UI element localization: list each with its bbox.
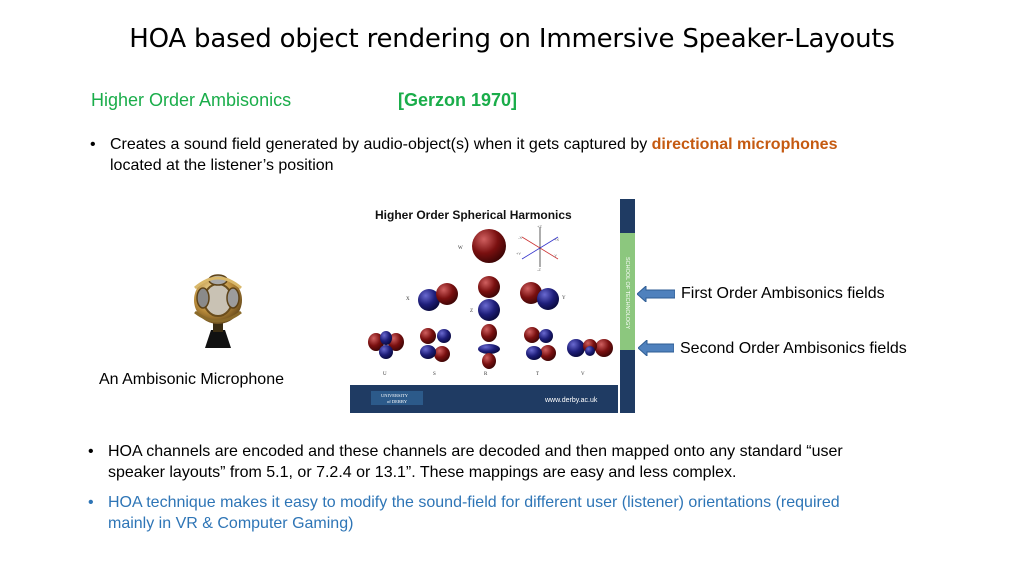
side-bar-mid [620, 350, 635, 386]
bullet-1-text-2: located at the listener’s position [110, 157, 334, 174]
bullet-dot: • [88, 443, 94, 460]
label-y: Y [562, 296, 566, 301]
bullet-3-line-1: HOA technique makes it easy to modify th… [108, 494, 840, 511]
second-order-label: Second Order Ambisonics fields [680, 340, 907, 357]
axis-indicator [521, 227, 559, 267]
label-x: X [406, 297, 410, 302]
label-u: U [383, 372, 387, 377]
harmonic-w [472, 229, 506, 263]
arrow-left-icon [638, 340, 674, 356]
bullet-3: • HOA technique makes it easy to modify … [88, 492, 938, 534]
arrow-left-icon [637, 286, 675, 302]
harmonic-s [420, 328, 451, 362]
harmonic-z [478, 276, 500, 321]
harmonic-u [368, 331, 404, 359]
bullet-3-line-2: mainly in VR & Computer Gaming) [108, 515, 354, 532]
side-text: SCHOOL OF TECHNOLOGY [624, 257, 630, 329]
bullet-dot: • [88, 494, 94, 511]
harmonic-t [524, 327, 556, 361]
label-z: Z [470, 309, 473, 314]
logo-text-2: of DERBY [387, 399, 408, 404]
harmonic-v [567, 339, 613, 357]
harmonic-r [478, 324, 500, 369]
axis-yp: +Y [516, 251, 521, 256]
axis-zm: -Z [537, 267, 541, 272]
bullet-1: • Creates a sound field generated by aud… [90, 134, 930, 176]
side-bar-top [620, 199, 635, 233]
first-order-label: First Order Ambisonics fields [681, 285, 885, 302]
bullet-dot: • [90, 136, 96, 153]
axis-p: +X [554, 237, 559, 242]
bullet-1-highlight: directional microphones [651, 136, 838, 153]
harmonic-y [520, 282, 559, 310]
section-subhead: Higher Order Ambisonics [91, 90, 292, 110]
label-r: R [484, 372, 488, 377]
university-logo [371, 391, 423, 405]
side-bar-bottom [620, 386, 635, 413]
ambisonic-microphone-icon [194, 274, 242, 348]
bullet-2-line-1: HOA channels are encoded and these chann… [108, 443, 843, 460]
label-s: S [433, 372, 436, 377]
microphone-label: An Ambisonic Microphone [99, 371, 284, 388]
axis-m: -X [518, 235, 522, 240]
citation: [Gerzon 1970] [398, 90, 518, 110]
slide-title: HOA based object rendering on Immersive … [129, 24, 895, 54]
axis-zp: +Z [537, 224, 542, 229]
label-t: T [536, 372, 539, 377]
side-bar-green [620, 233, 635, 350]
label-v: V [581, 372, 585, 377]
harmonic-x [418, 283, 458, 311]
label-w: W [458, 246, 463, 251]
bullet-2-line-2: speaker layouts” from 5.1, or 7.2.4 or 1… [108, 464, 737, 481]
logo-text-1: UNIVERSITY [381, 393, 409, 398]
bullet-1-text: Creates a sound field generated by audio… [110, 136, 652, 153]
bullet-2: • HOA channels are encoded and these cha… [88, 441, 938, 483]
axis-ym: -Y [553, 253, 557, 258]
figure-url: www.derby.ac.uk [544, 397, 598, 404]
figure-title: Higher Order Spherical Harmonics [375, 208, 572, 222]
spherical-harmonics-figure: SCHOOL OF TECHNOLOGY UNIVERSITY of DERBY… [350, 199, 635, 413]
